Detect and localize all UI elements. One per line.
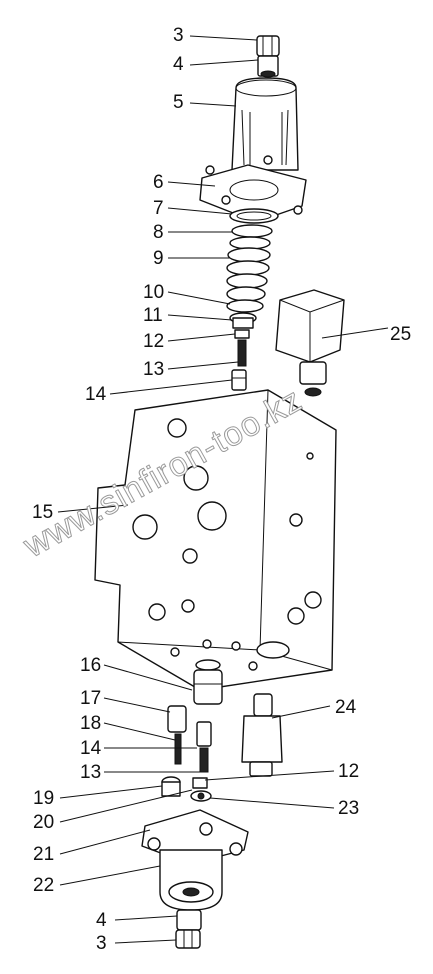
lower-spool-parts (167, 659, 223, 773)
callout-22: 22 (33, 875, 54, 896)
callout-12-top: 12 (143, 331, 164, 352)
callout-3-bottom: 3 (96, 933, 107, 954)
spring-stack (226, 236, 271, 313)
pressure-valve (241, 693, 283, 777)
callout-6: 6 (153, 172, 164, 193)
leader-lines (57, 35, 389, 944)
callout-23: 23 (338, 798, 359, 819)
callout-7: 7 (153, 198, 164, 219)
flange-plate (199, 155, 307, 223)
callout-4-bottom: 4 (96, 910, 107, 931)
callout-4-top: 4 (173, 54, 184, 75)
callout-5: 5 (173, 92, 184, 113)
filter-housing (231, 77, 299, 171)
callout-9: 9 (153, 248, 164, 269)
top-fitting (256, 35, 280, 78)
callout-19: 19 (33, 788, 54, 809)
callout-3-top: 3 (173, 25, 184, 46)
lower-cover (141, 809, 249, 911)
callout-labels: 3 4 5 6 7 8 9 10 11 12 13 14 15 25 16 17… (32, 25, 411, 954)
callout-21: 21 (33, 844, 54, 865)
callout-10: 10 (143, 282, 164, 303)
callout-13-bottom: 13 (80, 762, 101, 783)
callout-24: 24 (335, 697, 357, 718)
callout-14-top: 14 (85, 384, 107, 405)
callout-13-top: 13 (143, 359, 164, 380)
callout-16: 16 (80, 655, 101, 676)
callout-12-bottom: 12 (338, 761, 359, 782)
callout-8: 8 (153, 222, 164, 243)
callout-17: 17 (80, 688, 101, 709)
callout-25: 25 (390, 324, 411, 345)
valve-body (94, 389, 337, 691)
callout-20: 20 (33, 812, 54, 833)
lower-nuts (161, 776, 212, 802)
callout-18: 18 (80, 713, 101, 734)
seal-rings (229, 208, 279, 238)
bottom-fitting (175, 909, 202, 949)
callout-11: 11 (143, 305, 163, 326)
solenoid-valve (275, 289, 345, 397)
callout-15: 15 (32, 502, 53, 523)
upper-small-parts (229, 312, 257, 391)
callout-14-bottom: 14 (80, 738, 102, 759)
